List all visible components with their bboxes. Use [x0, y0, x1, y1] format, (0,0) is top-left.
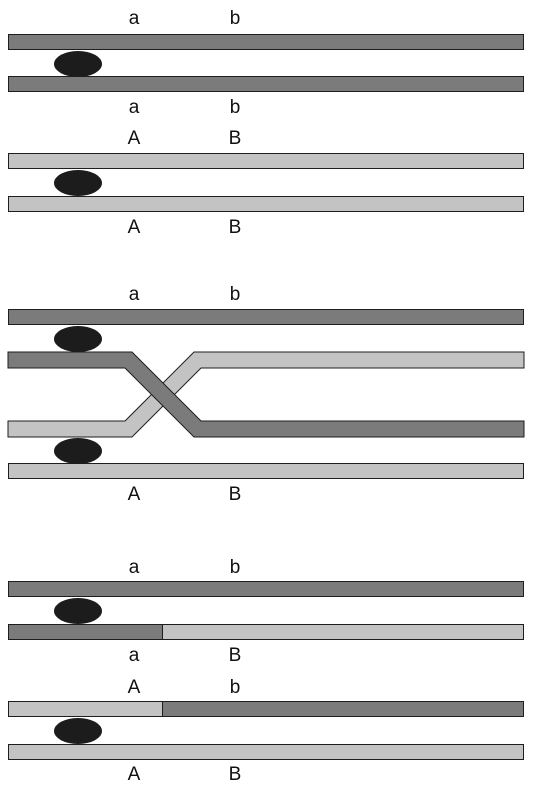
locus-B-label: B	[228, 484, 242, 505]
chromatid-dark-2	[8, 76, 524, 92]
centromere	[54, 170, 102, 196]
locus-a-label: a	[128, 97, 140, 118]
locus-b-label: b	[229, 284, 241, 305]
chromatid-dark-1	[8, 34, 524, 50]
locus-B-label: B	[228, 764, 242, 785]
locus-a-label: a	[128, 557, 140, 578]
centromere	[54, 718, 102, 744]
locus-b-label: b	[229, 8, 241, 29]
locus-A-label: A	[127, 217, 141, 238]
locus-b-label: b	[229, 557, 241, 578]
recombinant-segment-light	[162, 624, 524, 640]
locus-B-label: B	[228, 217, 242, 238]
recombinant-segment-dark	[8, 624, 163, 640]
chromatid-light-outer	[8, 463, 524, 479]
chromatid-light-parental	[8, 744, 524, 760]
recombinant-segment-light	[8, 701, 163, 717]
locus-B-label: B	[228, 645, 242, 666]
locus-a-label: a	[128, 284, 140, 305]
crossing-chromatid-light	[7, 351, 525, 438]
chromatid-light-1	[8, 153, 524, 169]
locus-A-label: A	[127, 128, 141, 149]
chromatid-dark-outer	[8, 309, 524, 325]
locus-B-label: B	[228, 128, 242, 149]
chromatid-light-2	[8, 196, 524, 212]
locus-A-label: A	[127, 764, 141, 785]
recombinant-segment-dark	[162, 701, 524, 717]
centromere	[54, 598, 102, 624]
chromatid-dark-parental	[8, 581, 524, 597]
locus-a-label: a	[128, 8, 140, 29]
locus-a-label: a	[128, 645, 140, 666]
locus-A-label: A	[127, 677, 141, 698]
locus-b-label: b	[229, 97, 241, 118]
locus-b-label: b	[229, 677, 241, 698]
crossing-chromatid-dark	[7, 351, 525, 438]
locus-A-label: A	[127, 484, 141, 505]
centromere	[54, 51, 102, 77]
centromere	[54, 326, 102, 352]
centromere	[54, 438, 102, 464]
